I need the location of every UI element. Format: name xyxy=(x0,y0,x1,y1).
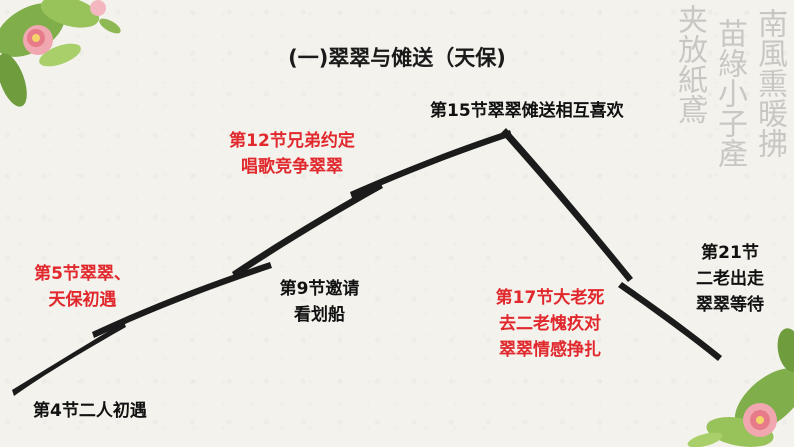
node-section-12-line-2: 唱歌竞争翠翠 xyxy=(241,157,343,177)
ink-stroke-3 xyxy=(232,182,383,278)
bottom-right-flower-icon xyxy=(687,328,794,447)
node-section-9-line-2: 看划船 xyxy=(294,305,345,325)
node-section-15-text: 第15节翠翠傩送相互喜欢 xyxy=(430,101,624,121)
calligraphy-col-2: 苗綠小子產 xyxy=(712,18,747,168)
ink-stroke-group xyxy=(12,128,722,396)
node-section-9: 第9节邀请 看划船 xyxy=(262,276,377,328)
node-section-9-line-1: 第9节邀请 xyxy=(279,279,360,299)
ink-stroke-4 xyxy=(350,130,512,198)
calligraphy-col-1: 南風熏暖拂 xyxy=(752,8,787,158)
node-section-21: 第21节 二老出走 翠翠等待 xyxy=(680,240,780,318)
node-section-21-line-3: 翠翠等待 xyxy=(696,295,764,315)
node-section-5-line-2: 天保初遇 xyxy=(48,290,117,310)
calligraphy-col-3: 夹放紙鳶 xyxy=(672,4,707,124)
ink-stroke-2 xyxy=(92,262,272,338)
node-section-17-line-2: 去二老愧疚对 xyxy=(499,314,601,334)
node-section-17-line-3: 翠翠情感挣扎 xyxy=(499,340,601,360)
node-section-15: 第15节翠翠傩送相互喜欢 xyxy=(430,98,624,124)
top-left-flower-icon xyxy=(0,0,121,107)
node-section-5: 第5节翠翠、 天保初遇 xyxy=(20,261,145,313)
node-section-4: 第4节二人初遇 xyxy=(33,398,147,424)
node-section-17: 第17节大老死 去二老愧疚对 翠翠情感挣扎 xyxy=(475,285,625,363)
ink-stroke-1 xyxy=(12,322,126,396)
ink-stroke-5 xyxy=(501,128,633,282)
node-section-21-line-2: 二老出走 xyxy=(696,269,764,289)
ink-stroke-6 xyxy=(618,282,722,361)
node-section-12: 第12节兄弟约定 唱歌竞争翠翠 xyxy=(212,128,372,180)
node-section-4-text: 第4节二人初遇 xyxy=(33,401,147,421)
node-section-21-line-1: 第21节 xyxy=(701,243,759,263)
node-section-17-line-1: 第17节大老死 xyxy=(495,288,605,308)
slide-title: (一)翠翠与傩送（天保) xyxy=(288,46,506,70)
node-section-12-line-1: 第12节兄弟约定 xyxy=(229,131,355,151)
node-section-5-line-1: 第5节翠翠、 xyxy=(34,264,131,284)
